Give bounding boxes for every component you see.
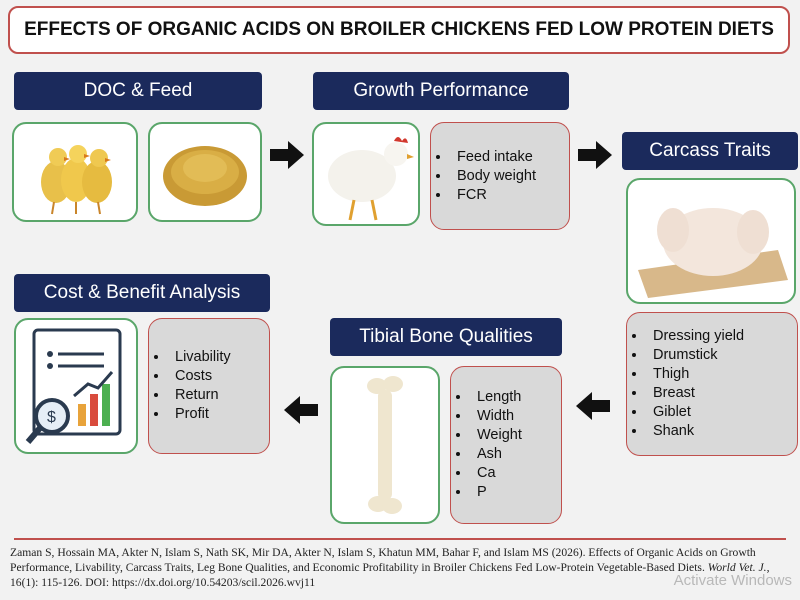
label-doc-feed-text: DOC & Feed [83,80,193,101]
cost-list: Livability Costs Return Profit [149,348,231,424]
list-item: Weight [471,426,522,445]
tibial-list-box: Length Width Weight Ash Ca P [450,366,562,524]
chicks-image [12,122,138,222]
citation-journal: World Vet. J., [707,561,770,574]
divider [14,538,786,540]
citation: Zaman S, Hossain MA, Akter N, Islam S, N… [10,545,794,590]
list-item: Costs [169,367,231,386]
label-carcass-traits: Carcass Traits [622,132,798,170]
list-item: Body weight [451,167,536,186]
label-carcass-text: Carcass Traits [649,140,771,161]
growth-list: Feed intake Body weight FCR [431,148,536,205]
label-doc-feed: DOC & Feed [14,72,262,110]
carcass-list: Dressing yield Drumstick Thigh Breast Gi… [627,327,744,441]
list-item: Breast [647,384,744,403]
list-item: Thigh [647,365,744,384]
carcass-image [626,178,796,304]
arrow-left-icon [284,396,318,424]
label-cost-benefit: Cost & Benefit Analysis [14,274,270,312]
chicks-illustration [41,145,112,215]
list-item: Shank [647,422,744,441]
list-item: Drumstick [647,346,744,365]
list-item: FCR [451,186,536,205]
label-tibial-bone: Tibial Bone Qualities [330,318,562,356]
broiler-illustration [328,137,414,221]
tibia-bone-illustration [367,376,403,514]
list-item: Width [471,407,522,426]
label-growth-text: Growth Performance [353,80,529,101]
svg-text:$: $ [47,409,56,426]
list-item: Livability [169,348,231,367]
tibial-list: Length Width Weight Ash Ca P [451,388,522,502]
arrow-left-icon [576,392,610,420]
label-tibial-text: Tibial Bone Qualities [359,326,533,347]
growth-list-box: Feed intake Body weight FCR [430,122,570,230]
broiler-image [312,122,420,226]
feed-image [148,122,262,222]
list-item: Giblet [647,403,744,422]
carcass-illustration [638,208,788,298]
list-item: Dressing yield [647,327,744,346]
citation-details: 16(1): 115-126. DOI: https://dx.doi.org/… [10,576,316,589]
arrow-right-icon [578,141,612,169]
watermark: Activate Windows [673,572,792,589]
list-item: P [471,483,522,502]
bone-image [330,366,440,524]
feed-pile-illustration [163,146,247,206]
label-growth-performance: Growth Performance [313,72,569,110]
title-banner: EFFECTS OF ORGANIC ACIDS ON BROILER CHIC… [8,6,790,54]
arrow-right-icon [270,141,304,169]
list-item: Length [471,388,522,407]
report-chart-icon: $ [25,328,122,444]
analysis-image: $ [14,318,138,454]
citation-text: Zaman S, Hossain MA, Akter N, Islam S, N… [10,546,756,574]
label-cost-text: Cost & Benefit Analysis [43,282,241,303]
list-item: Ash [471,445,522,464]
page-title: EFFECTS OF ORGANIC ACIDS ON BROILER CHIC… [24,19,774,40]
list-item: Ca [471,464,522,483]
cost-list-box: Livability Costs Return Profit [148,318,270,454]
carcass-list-box: Dressing yield Drumstick Thigh Breast Gi… [626,312,798,456]
list-item: Feed intake [451,148,536,167]
list-item: Profit [169,405,231,424]
list-item: Return [169,386,231,405]
